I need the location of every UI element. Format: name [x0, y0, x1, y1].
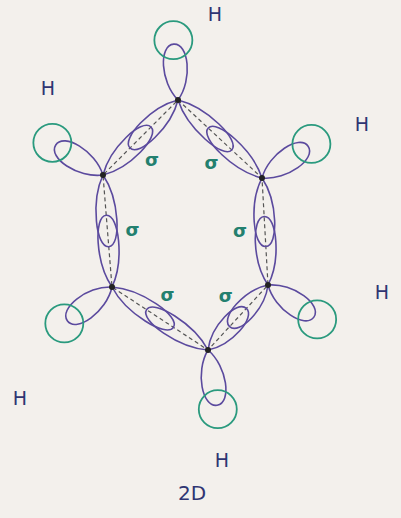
sp2-lobe — [93, 174, 119, 247]
caption: 2D — [176, 482, 208, 504]
sp2-lobe — [254, 216, 278, 286]
hydrogen-s-orbital — [199, 390, 237, 428]
sp2-lobe — [96, 214, 122, 287]
sp2-lobe — [201, 121, 269, 186]
hydrogen-s-orbital — [33, 124, 71, 162]
atom-label: H — [213, 450, 231, 471]
hydrogen-s-orbital — [298, 300, 336, 338]
sp2-lobe — [106, 278, 179, 335]
bond-label: σ — [158, 285, 176, 305]
sp2-lobe — [123, 93, 185, 155]
bond-label: σ — [123, 220, 141, 240]
carbon-nucleus — [109, 284, 115, 290]
sp2-lobe — [141, 301, 214, 358]
hydrogen-s-orbital — [154, 21, 192, 59]
bond-label: σ — [143, 150, 161, 170]
sp2-lobe — [60, 278, 119, 331]
atom-label: H — [39, 78, 57, 99]
bond-label: σ — [217, 286, 235, 306]
bond-label: σ — [231, 221, 249, 241]
atom-label: H — [353, 114, 371, 135]
carbon-nucleus — [175, 97, 181, 103]
sp2-lobe — [162, 43, 190, 101]
hydrogen-s-orbital — [45, 304, 83, 342]
atom-label: H — [206, 4, 224, 25]
carbon-nucleus — [205, 347, 211, 353]
atom-label: H — [11, 388, 29, 409]
carbon-nucleus — [265, 282, 271, 288]
sp2-lobe — [200, 301, 253, 356]
sp2-lobe — [171, 92, 239, 157]
bond-label: σ — [203, 153, 221, 173]
carbon-nucleus — [100, 172, 106, 178]
atom-label: H — [373, 282, 391, 303]
ring-skeleton — [103, 100, 268, 350]
carbon-nucleus — [259, 175, 265, 181]
hydrogen-s-orbital — [292, 125, 330, 163]
